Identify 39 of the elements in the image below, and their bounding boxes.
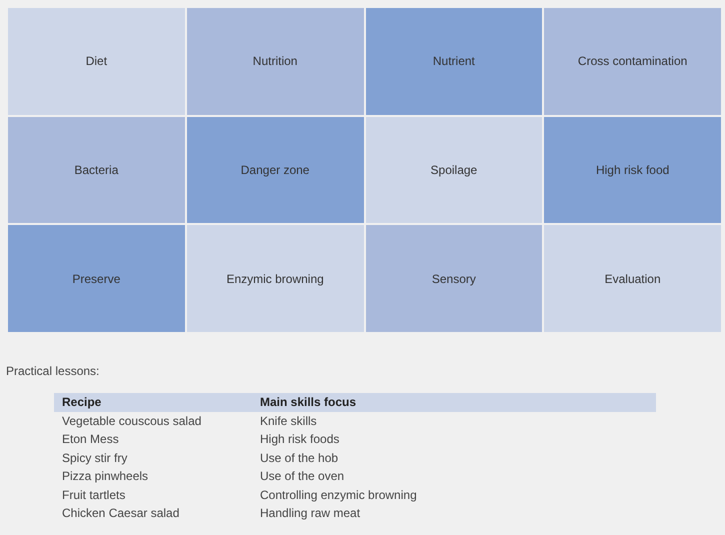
term-label: Diet (86, 54, 108, 68)
term-label: Danger zone (240, 162, 310, 177)
term-tile (8, 225, 185, 332)
table-header-cell: Main skills focus (252, 393, 656, 412)
term-tile (366, 116, 542, 224)
term-tile (186, 116, 364, 224)
table-cell-text: Fruit tartlets (61, 486, 126, 504)
table-header-cell: Recipe (54, 393, 252, 412)
term-tile (544, 8, 721, 115)
term-tile (186, 8, 364, 115)
term-tile (544, 225, 721, 332)
term-tile (366, 8, 542, 115)
table-cell-text: Pizza pinwheels (61, 468, 150, 485)
term-label: Bacteria (74, 162, 118, 177)
table-cell-text: High risk foods (259, 431, 340, 448)
term-label: Evaluation (604, 272, 661, 286)
table-cell-text: Chicken Caesar salad (61, 505, 180, 522)
term-tile (8, 8, 185, 115)
term-label: Enzymic browning (226, 272, 324, 286)
section-heading: Practical lessons: (6, 364, 100, 378)
term-label: Preserve (72, 272, 120, 286)
table-cell-text: Controlling enzymic browning (259, 486, 418, 504)
term-label: Nutrient (432, 54, 475, 68)
term-label: Spoilage (430, 162, 478, 177)
table-cell-text: Use of the hob (259, 450, 340, 466)
table-cell-text: Eton Mess (61, 431, 120, 448)
table-cell-text: Knife skills (259, 412, 318, 430)
term-tile (8, 116, 185, 224)
term-tile (366, 225, 542, 332)
table-cell-text: Handling raw meat (259, 505, 362, 522)
table-cell-text: Use of the oven (259, 468, 346, 485)
term-label: Nutrition (252, 54, 298, 68)
term-label: Cross contamination (578, 54, 688, 68)
term-label: High risk food (596, 162, 670, 177)
term-tile (544, 116, 721, 224)
table-cell-text: Vegetable couscous salad (61, 412, 202, 430)
term-label: Sensory (432, 272, 476, 286)
term-tile (186, 225, 364, 332)
table-cell-text: Spicy stir fry (61, 450, 128, 466)
